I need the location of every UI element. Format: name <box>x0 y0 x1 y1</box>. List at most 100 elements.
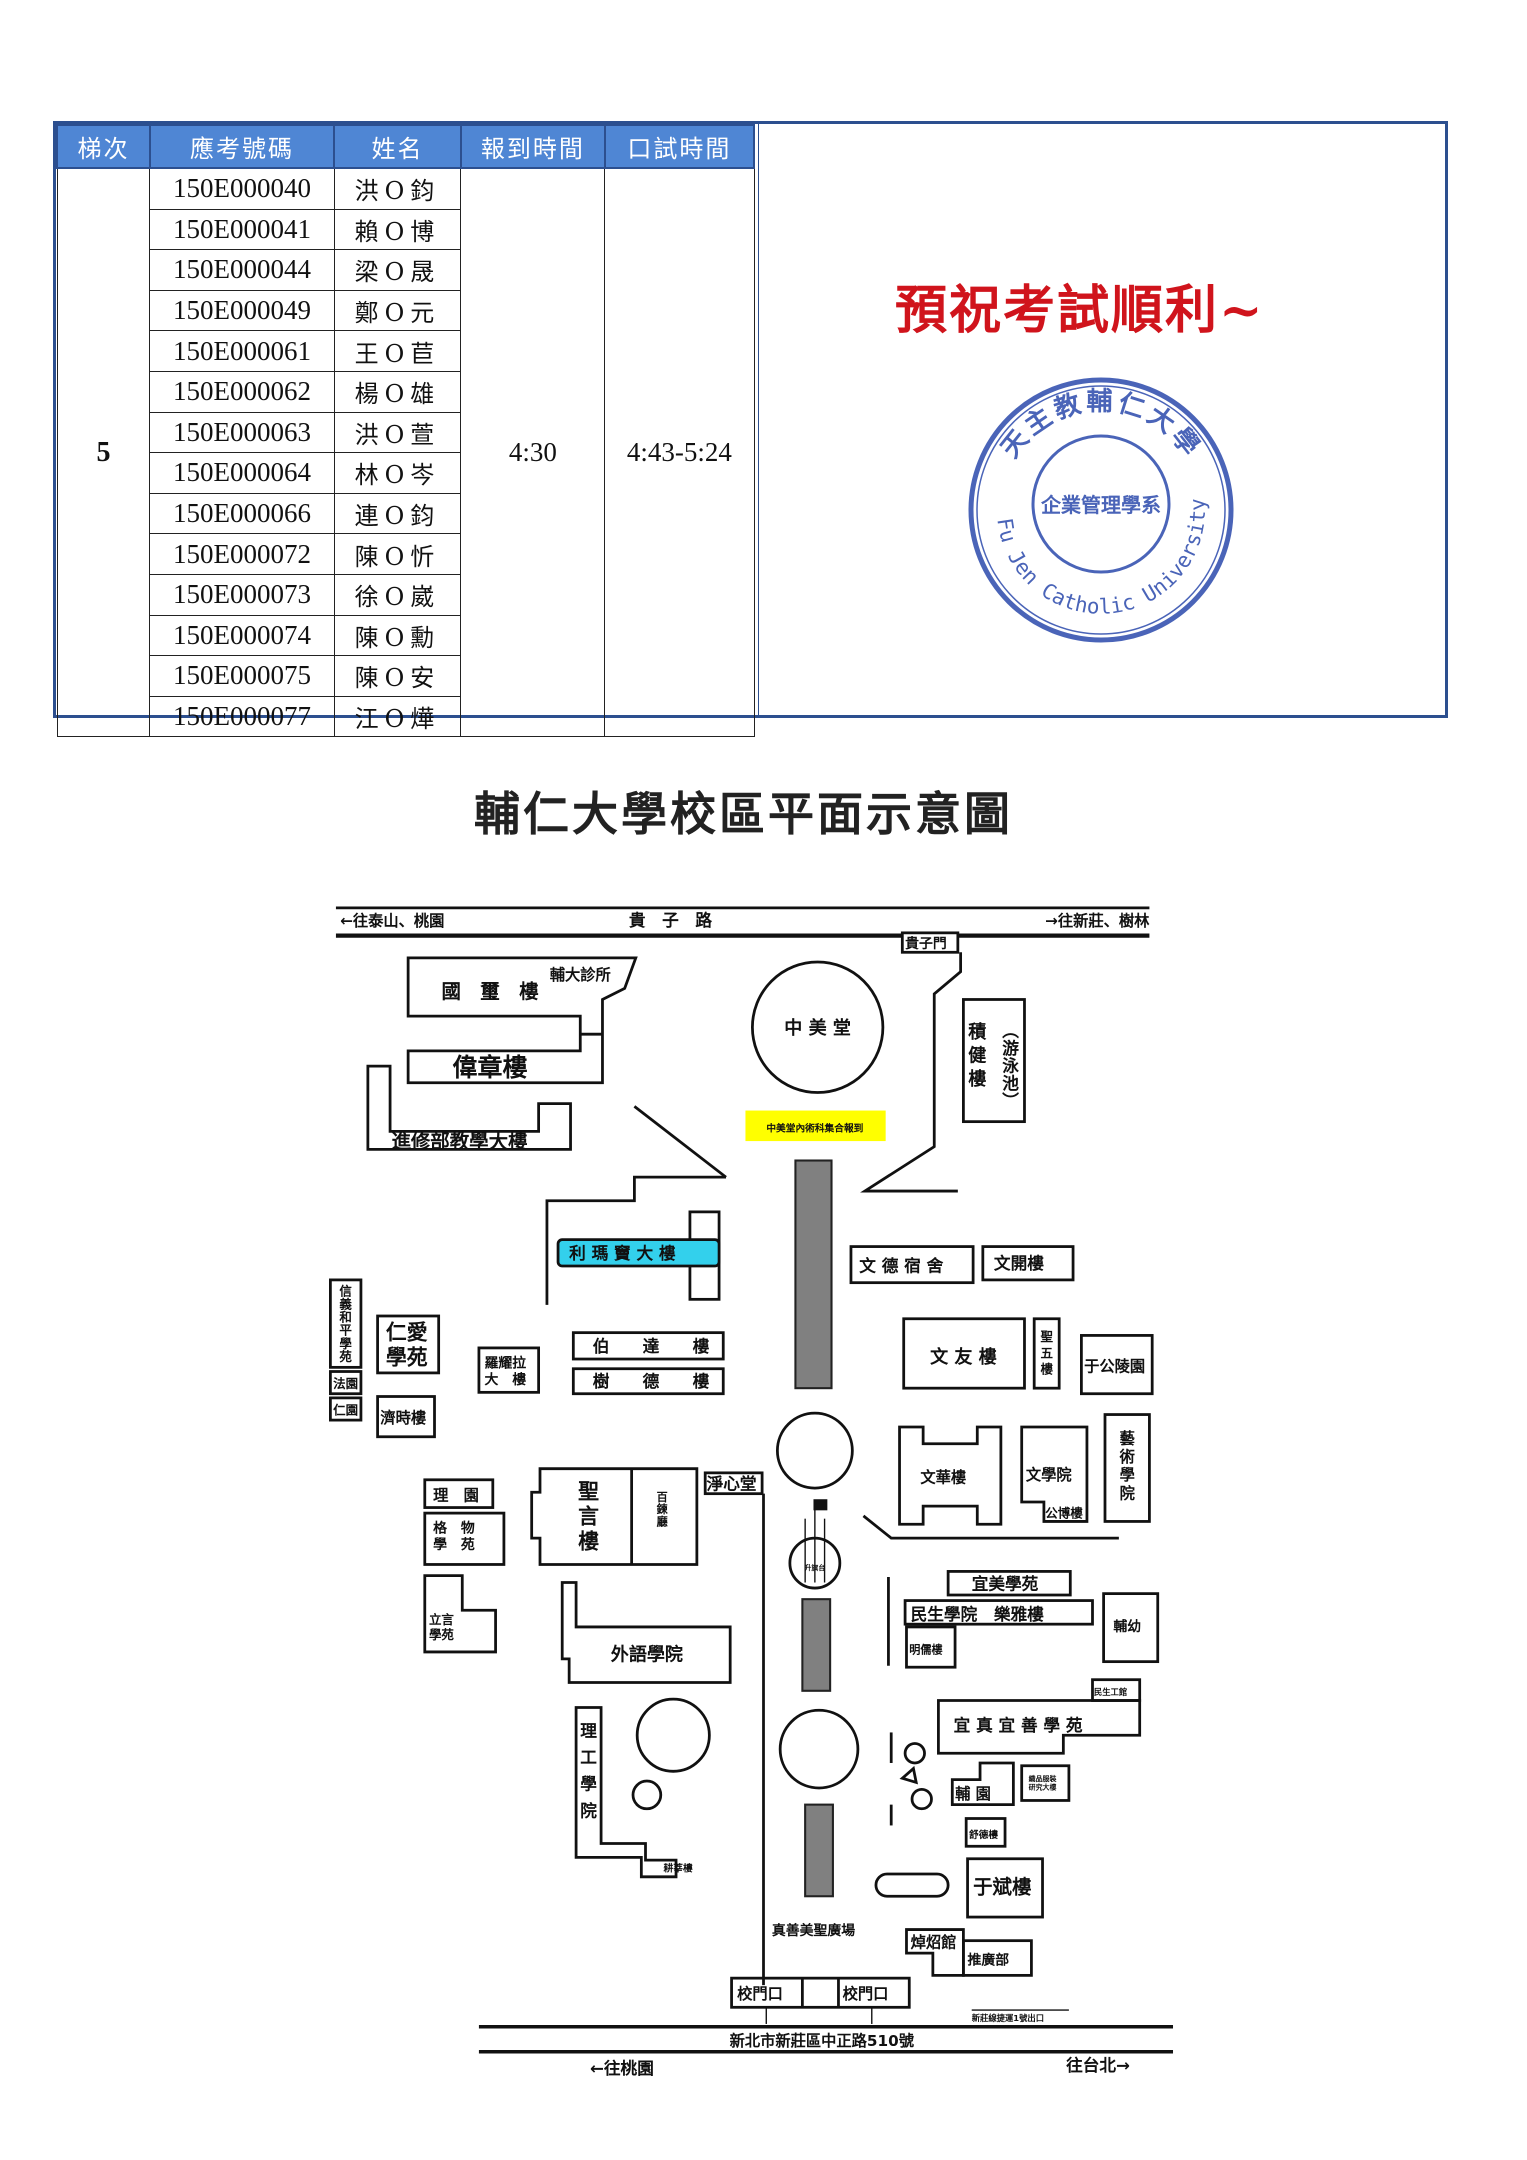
candidate-name-cell: 王O苣 <box>333 330 462 372</box>
label-jishi: 濟時樓 <box>380 1409 426 1427</box>
label-gate-west: 校門口 <box>737 1985 783 2003</box>
candidate-name-cell: 洪O鈞 <box>333 167 462 210</box>
label-jinxiu: 進修部教學大樓 <box>391 1130 528 1153</box>
label-clinic: 輔大診所 <box>550 966 611 984</box>
exam-number-cell: 150E000061 <box>149 330 335 372</box>
department-seal: 天主教輔仁大學 企業管理學系 Fu Jen Catholic Universit… <box>968 377 1234 643</box>
label-yugong: 于公陵園 <box>1084 1358 1145 1376</box>
label-shude: 樹 德 樓 <box>593 1371 710 1391</box>
guoxi-building <box>406 956 638 1085</box>
candidate-name-cell: 江O燁 <box>333 695 462 738</box>
label-gewu: 格 物 學 苑 <box>433 1520 489 1554</box>
label-renyuan: 仁園 <box>333 1403 358 1418</box>
label-mrt-exit: 新莊線捷運1號出口 <box>972 2013 1044 2023</box>
label-wenyou: 文 友 樓 <box>930 1346 997 1368</box>
label-guizi-gate: 貴子門 <box>905 935 947 952</box>
label-wenkai: 文開樓 <box>994 1253 1044 1273</box>
header-batch: 梯次 <box>56 124 151 169</box>
candidate-name-cell: 洪O萱 <box>333 411 462 454</box>
candidate-name-cell: 陳O忻 <box>333 533 462 575</box>
label-waiyu: 外語學院 <box>611 1643 683 1665</box>
label-to-taipei: 往台北→ <box>1066 2055 1130 2075</box>
label-textile: 織品服裝研究大樓 <box>1029 1774 1057 1791</box>
label-yizhen: 宜 真 宜 善 學 苑 <box>954 1715 1083 1735</box>
label-zhuozhao: 焯炤館 <box>911 1934 957 1952</box>
label-art: 藝術學院 <box>1119 1430 1136 1503</box>
label-liyuan: 理 園 <box>433 1487 479 1505</box>
header-name: 姓名 <box>333 124 462 169</box>
exam-time-cell: 4:43-5:24 <box>604 167 755 738</box>
assembly-highlight <box>745 1110 886 1142</box>
candidate-name-cell: 陳O安 <box>333 655 462 697</box>
label-wende: 文 德 宿 舍 <box>859 1256 943 1276</box>
candidate-name-cell: 賴O博 <box>333 208 462 251</box>
candidate-name-cell: 連O鈞 <box>333 492 462 535</box>
divider <box>758 124 759 715</box>
exam-number-cell: 150E000073 <box>149 573 335 616</box>
path-east <box>860 952 963 1193</box>
label-shengyan: 聖言樓 <box>578 1480 599 1554</box>
label-to-xinzhuang: →往新莊、樹林 <box>1045 912 1150 930</box>
map-title: 輔仁大學校區平面示意圖 <box>474 787 1013 841</box>
label-renai: 仁愛學苑 <box>386 1321 428 1370</box>
header-exam-number: 應考號碼 <box>148 124 336 169</box>
label-gongbo: 公博樓 <box>1045 1505 1083 1520</box>
jinxiu-building <box>366 1064 572 1151</box>
label-wenxue: 文學院 <box>1026 1466 1072 1484</box>
header-report-time: 報到時間 <box>459 124 606 169</box>
label-fuyuan: 輔 園 <box>955 1785 991 1803</box>
walkway-south <box>804 1803 834 1898</box>
candidate-name-cell: 梁O晟 <box>333 249 462 291</box>
exam-number-cell: 150E000049 <box>149 289 335 332</box>
label-to-taoyuan: ←往桃園 <box>590 2058 654 2078</box>
seal-inner-text: 企業管理學系 <box>1040 493 1161 517</box>
exam-number-cell: 150E000063 <box>149 411 335 454</box>
exam-number-cell: 150E000040 <box>149 167 335 210</box>
label-pool: ︵游泳池︶ <box>1002 1022 1019 1111</box>
guizi-gate <box>900 931 960 954</box>
label-zhongmei: 中 美 堂 <box>784 1017 851 1039</box>
zhongmei-hall <box>751 960 885 1094</box>
label-loyola: 羅耀拉大 樓 <box>484 1354 526 1388</box>
label-guoxi: 國 璽 樓 <box>441 980 539 1003</box>
good-luck-message: 預祝考試順利~ <box>895 280 1265 341</box>
label-yimei: 宜美學苑 <box>972 1573 1039 1593</box>
label-to-taishan: ←往泰山、桃園 <box>340 912 444 930</box>
label-liyan: 立言學苑 <box>429 1612 454 1642</box>
candidate-name-cell: 林O岑 <box>333 452 462 494</box>
label-boda: 伯 達 樓 <box>593 1336 710 1356</box>
label-ricci: 利 瑪 竇 大 樓 <box>569 1243 676 1263</box>
label-address: 新北市新莊區中正路510號 <box>730 2032 915 2050</box>
label-weizhang: 偉章樓 <box>453 1053 528 1082</box>
label-wenhua: 文華樓 <box>920 1469 966 1487</box>
candidate-name-cell: 楊O雄 <box>333 370 462 413</box>
exam-number-cell: 150E000074 <box>149 614 335 657</box>
label-fuyou: 輔幼 <box>1113 1618 1141 1635</box>
exam-number-cell: 150E000077 <box>149 695 335 738</box>
label-ligong: 理工學院 <box>580 1721 597 1820</box>
label-jijian: 積健樓 <box>967 1021 987 1090</box>
label-xinyi: 信義和平學苑 <box>338 1283 352 1364</box>
header-exam-time: 口試時間 <box>603 124 756 169</box>
label-gate-east: 校門口 <box>843 1985 889 2003</box>
candidate-name-cell: 鄭O元 <box>333 289 462 332</box>
label-bailian: 百鍊廳 <box>657 1491 669 1528</box>
exam-number-cell: 150E000075 <box>149 655 335 697</box>
label-assembly: 中美堂內術科集合報到 <box>766 1121 863 1134</box>
label-fayuan: 法園 <box>333 1376 358 1391</box>
report-time-cell: 4:30 <box>460 167 606 738</box>
label-plaza: 真善美聖廣場 <box>772 1922 855 1939</box>
exam-number-cell: 150E000064 <box>149 452 335 494</box>
label-jingxin: 淨心堂 <box>707 1474 757 1494</box>
label-flag: 升旗台 <box>804 1563 825 1572</box>
